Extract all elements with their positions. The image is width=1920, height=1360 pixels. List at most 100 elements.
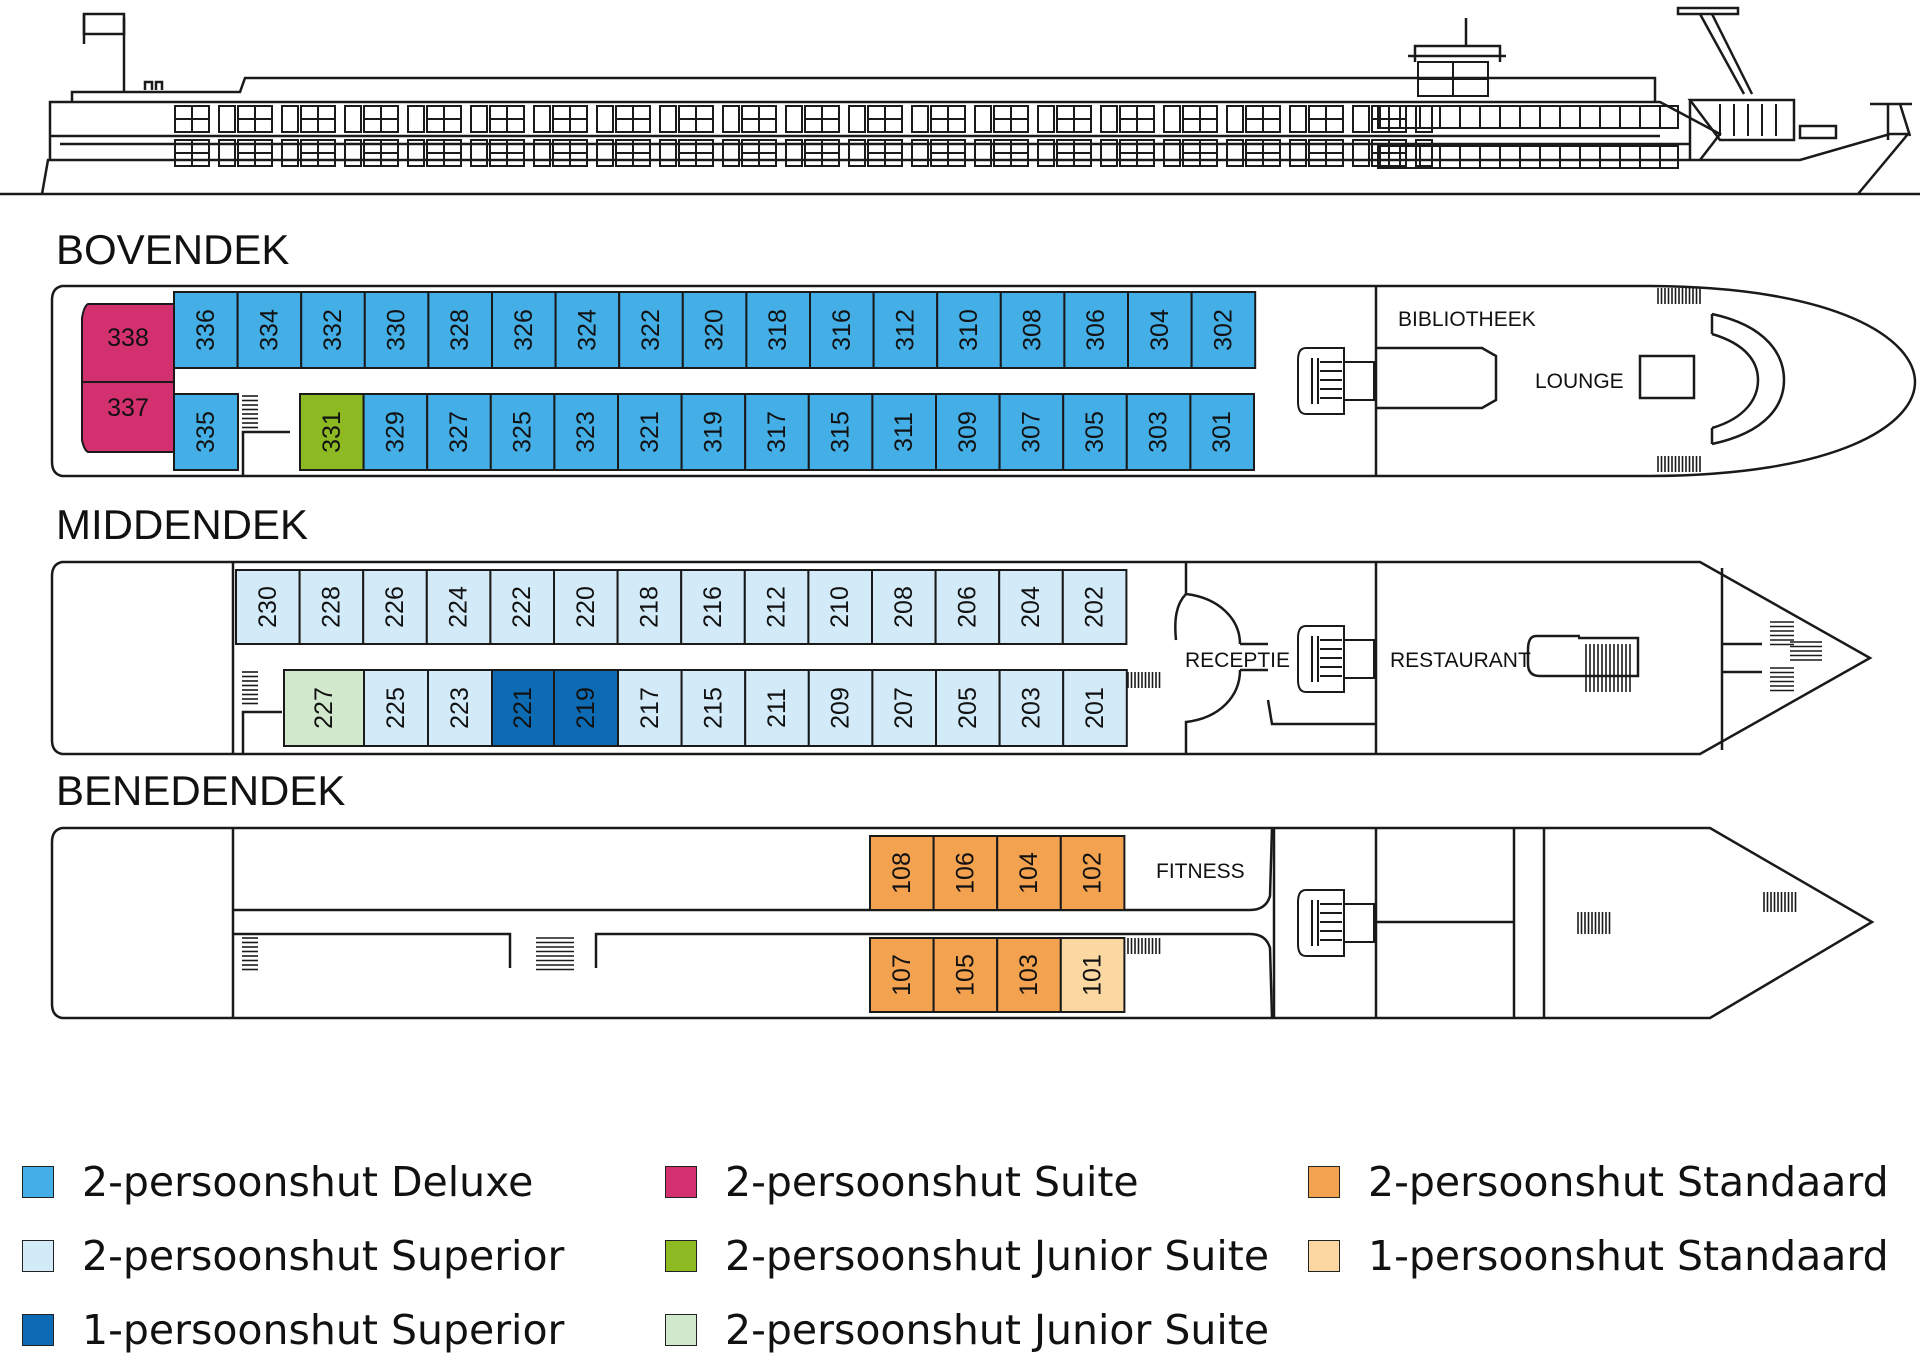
cabin-302[interactable]: 302	[1190, 291, 1257, 369]
cabin-210[interactable]: 210	[807, 569, 874, 645]
deck-name-top: BOVENDEK	[56, 226, 289, 273]
cabin-322[interactable]: 322	[618, 291, 684, 369]
cabin-307[interactable]: 307	[998, 393, 1065, 471]
cabin-336[interactable]: 336	[173, 291, 239, 369]
cabin-227[interactable]: 227	[283, 669, 365, 747]
cabin-338[interactable]: 338	[81, 303, 175, 383]
cabin-block	[871, 569, 937, 645]
cabin-number: 211	[763, 688, 791, 728]
cabin-323[interactable]: 323	[553, 393, 620, 471]
cabin-block	[743, 569, 810, 645]
cabin-321[interactable]: 321	[617, 393, 683, 471]
cabin-216[interactable]: 216	[680, 569, 746, 645]
cabin-211[interactable]: 211	[744, 669, 810, 747]
cabin-block	[744, 669, 810, 747]
cabin-223[interactable]: 223	[427, 669, 493, 747]
cabin-212[interactable]: 212	[743, 569, 810, 645]
cabin-number: 101	[1079, 954, 1107, 996]
cabin-102[interactable]: 102	[1059, 835, 1126, 911]
cabin-331[interactable]: 331	[299, 393, 365, 471]
legend-label: 2-persoonshut Deluxe	[82, 1158, 534, 1206]
cabin-329[interactable]: 329	[362, 393, 429, 471]
cabin-221[interactable]: 221	[491, 669, 555, 747]
cabin-103[interactable]: 103	[996, 937, 1062, 1013]
cabin-335[interactable]: 335	[173, 393, 239, 471]
cabin-105[interactable]: 105	[932, 937, 999, 1013]
cabin-305[interactable]: 305	[1062, 393, 1128, 471]
cabin-108[interactable]: 108	[869, 835, 935, 911]
cabin-107[interactable]: 107	[869, 937, 935, 1013]
cabin-209[interactable]: 209	[807, 669, 874, 747]
cabin-101[interactable]: 101	[1059, 937, 1126, 1013]
cabin-230[interactable]: 230	[235, 569, 301, 645]
cabin-block	[998, 393, 1065, 471]
cabin-304[interactable]: 304	[1127, 291, 1193, 369]
cabin-222[interactable]: 222	[489, 569, 555, 645]
cabin-228[interactable]: 228	[298, 569, 365, 645]
cabin-306[interactable]: 306	[1063, 291, 1130, 369]
ship-window	[659, 139, 677, 167]
cabin-208[interactable]: 208	[871, 569, 937, 645]
cabin-324[interactable]: 324	[554, 291, 621, 369]
cabin-303[interactable]: 303	[1125, 393, 1192, 471]
cabin-312[interactable]: 312	[872, 291, 939, 369]
ship-window	[659, 105, 677, 133]
cabin-309[interactable]: 309	[935, 393, 1001, 471]
legend-item-junior_suite_light: 2-persoonshut Junior Suite	[665, 1300, 1269, 1360]
cabin-308[interactable]: 308	[999, 291, 1066, 369]
room-fitness: FITNESS	[1156, 860, 1245, 883]
cabin-202[interactable]: 202	[1061, 569, 1128, 645]
cabin-318[interactable]: 318	[745, 291, 812, 369]
cabin-226[interactable]: 226	[362, 569, 428, 645]
cabin-310[interactable]: 310	[936, 291, 1002, 369]
cabin-224[interactable]: 224	[425, 569, 492, 645]
cabin-217[interactable]: 217	[617, 669, 683, 747]
cabin-block	[932, 937, 999, 1013]
ship-window	[1037, 105, 1055, 133]
cabin-block	[1059, 835, 1126, 911]
cabin-block	[1063, 291, 1130, 369]
cabin-317[interactable]: 317	[744, 393, 810, 471]
cabin-106[interactable]: 106	[932, 835, 999, 911]
cabin-203[interactable]: 203	[998, 669, 1065, 747]
cabin-219[interactable]: 219	[553, 669, 619, 747]
cabin-215[interactable]: 215	[680, 669, 747, 747]
cabin-204[interactable]: 204	[998, 569, 1064, 645]
cabin-104[interactable]: 104	[996, 835, 1062, 911]
cabin-301[interactable]: 301	[1189, 393, 1256, 471]
cabin-325[interactable]: 325	[489, 393, 556, 471]
cabin-block	[1190, 291, 1257, 369]
cabin-block	[616, 569, 683, 645]
deck-name-lower: BENEDENDEK	[56, 767, 345, 814]
cabin-315[interactable]: 315	[807, 393, 874, 471]
ship-window	[281, 105, 299, 133]
cabin-327[interactable]: 327	[426, 393, 492, 471]
cabin-number: 210	[826, 586, 854, 628]
cabin-207[interactable]: 207	[871, 669, 938, 747]
cabin-number: 203	[1017, 687, 1045, 729]
cabin-332[interactable]: 332	[300, 291, 366, 369]
cabin-225[interactable]: 225	[363, 669, 429, 747]
cabin-number: 225	[382, 687, 410, 729]
cabin-218[interactable]: 218	[616, 569, 683, 645]
cabin-319[interactable]: 319	[680, 393, 747, 471]
cabin-320[interactable]: 320	[681, 291, 748, 369]
cabin-number: 107	[888, 954, 916, 996]
cabin-328[interactable]: 328	[427, 291, 493, 369]
cabin-number: 317	[763, 411, 791, 453]
ship-window	[1415, 139, 1433, 167]
cabin-number: 217	[636, 687, 664, 729]
cabin-201[interactable]: 201	[1062, 669, 1128, 747]
cabin-number: 327	[445, 411, 473, 453]
cabin-205[interactable]: 205	[935, 669, 1001, 747]
elevators	[1297, 347, 1375, 957]
cabin-311[interactable]: 311	[871, 393, 938, 471]
cabin-206[interactable]: 206	[934, 569, 1001, 645]
cabin-330[interactable]: 330	[363, 291, 430, 369]
ship-window	[218, 139, 236, 167]
cabin-220[interactable]: 220	[553, 569, 619, 645]
cabin-326[interactable]: 326	[491, 291, 557, 369]
cabin-334[interactable]: 334	[236, 291, 303, 369]
cabin-316[interactable]: 316	[809, 291, 875, 369]
cabin-337[interactable]: 337	[81, 381, 175, 453]
